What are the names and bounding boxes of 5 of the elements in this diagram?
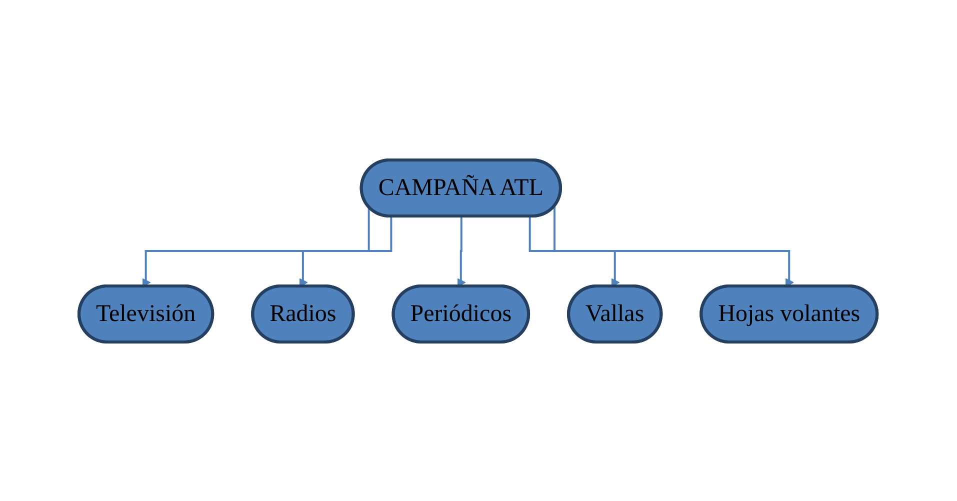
arrow	[457, 216, 466, 286]
arrow	[299, 216, 393, 286]
arrow	[554, 206, 794, 286]
arrow	[529, 216, 620, 286]
arrow	[142, 206, 370, 286]
